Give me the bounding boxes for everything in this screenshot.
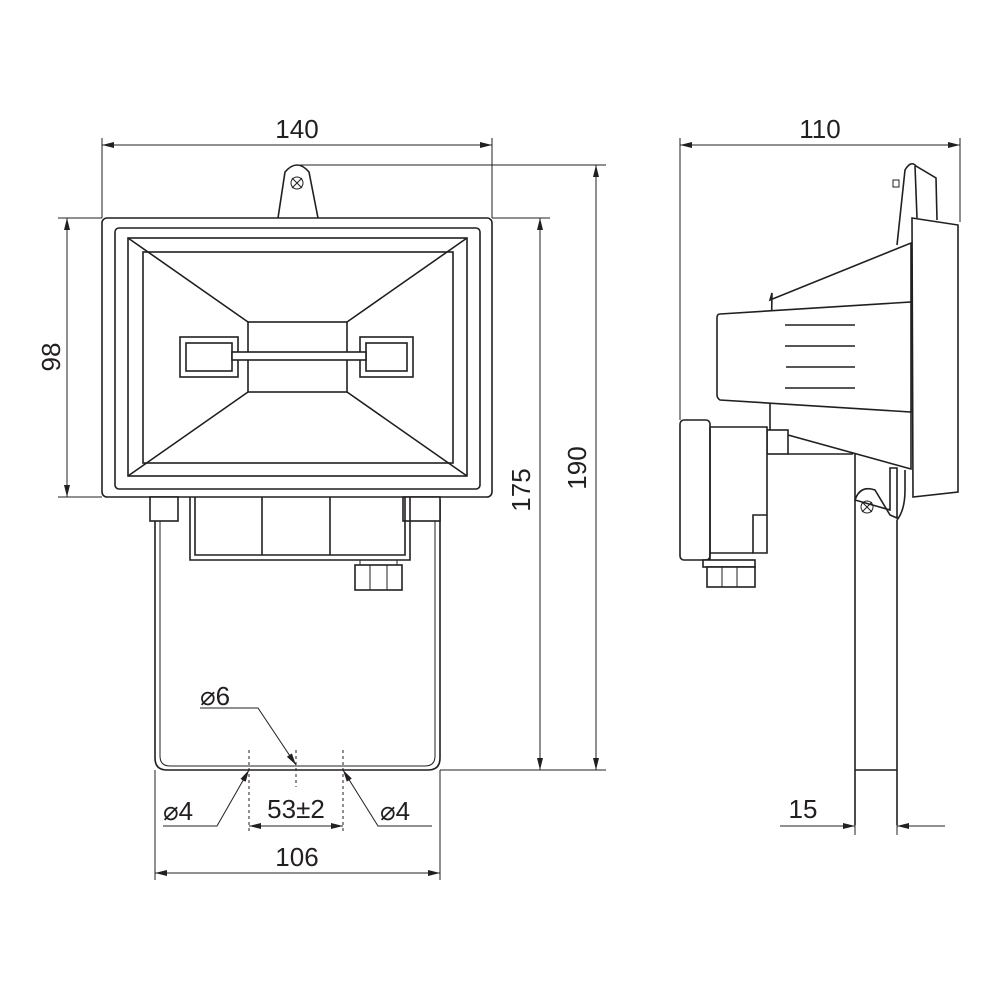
- dim-190: 190: [562, 446, 592, 489]
- side-cable-gland: [706, 566, 756, 588]
- dim-15: 15: [789, 794, 818, 824]
- front-plate: [911, 217, 959, 498]
- dim-98: 98: [36, 343, 66, 372]
- heat-sink: [716, 301, 912, 413]
- junction-box-cover: [679, 419, 711, 561]
- cable-gland: [354, 564, 403, 591]
- pivot-screw-icon: [860, 500, 874, 514]
- pivot-left: [149, 496, 179, 522]
- dim-53: 53±2: [267, 794, 325, 824]
- dim-175: 175: [506, 468, 536, 511]
- hanging-tab: [277, 164, 319, 219]
- dim-hole-4-left: ⌀4: [163, 796, 193, 826]
- pivot-right: [402, 496, 441, 522]
- hanging-hook: [896, 162, 938, 246]
- dim-hole-6: ⌀6: [200, 681, 230, 711]
- dim-110: 110: [799, 114, 840, 144]
- front-view: [101, 164, 493, 771]
- front-dimensions: 140 98 175 190 106 53±2 ⌀6 ⌀4 ⌀4: [36, 114, 606, 880]
- side-dimensions: 110 15: [679, 114, 961, 835]
- dim-106: 106: [275, 842, 318, 872]
- halogen-tube: [231, 351, 367, 361]
- pole: [854, 453, 898, 825]
- screw-icon: [290, 176, 304, 190]
- dim-hole-4-right: ⌀4: [380, 796, 410, 826]
- dim-140: 140: [275, 114, 318, 144]
- mounting-bracket: [154, 500, 441, 771]
- side-view: [679, 162, 959, 825]
